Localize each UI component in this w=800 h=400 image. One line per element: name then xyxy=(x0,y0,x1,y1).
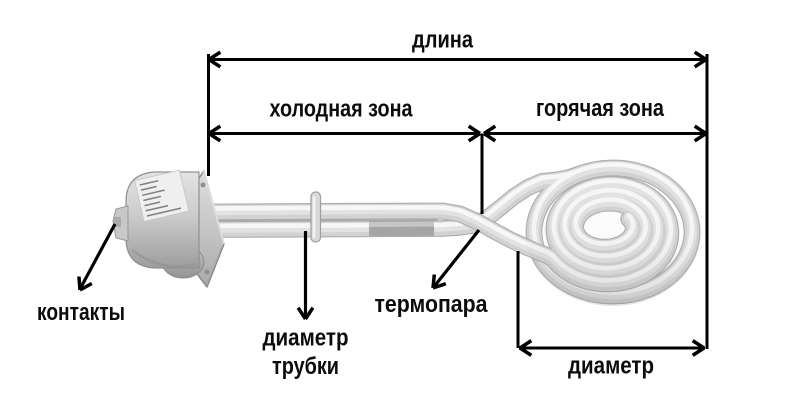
svg-text:диаметр: диаметр xyxy=(263,325,349,352)
svg-text:диаметр: диаметр xyxy=(568,353,654,380)
svg-text:контакты: контакты xyxy=(37,299,125,326)
svg-text:длина: длина xyxy=(412,27,474,54)
svg-text:термопара: термопара xyxy=(375,291,489,318)
svg-text:трубки: трубки xyxy=(272,353,339,380)
svg-text:горячая зона: горячая зона xyxy=(536,95,665,122)
svg-text:холодная зона: холодная зона xyxy=(270,96,414,123)
